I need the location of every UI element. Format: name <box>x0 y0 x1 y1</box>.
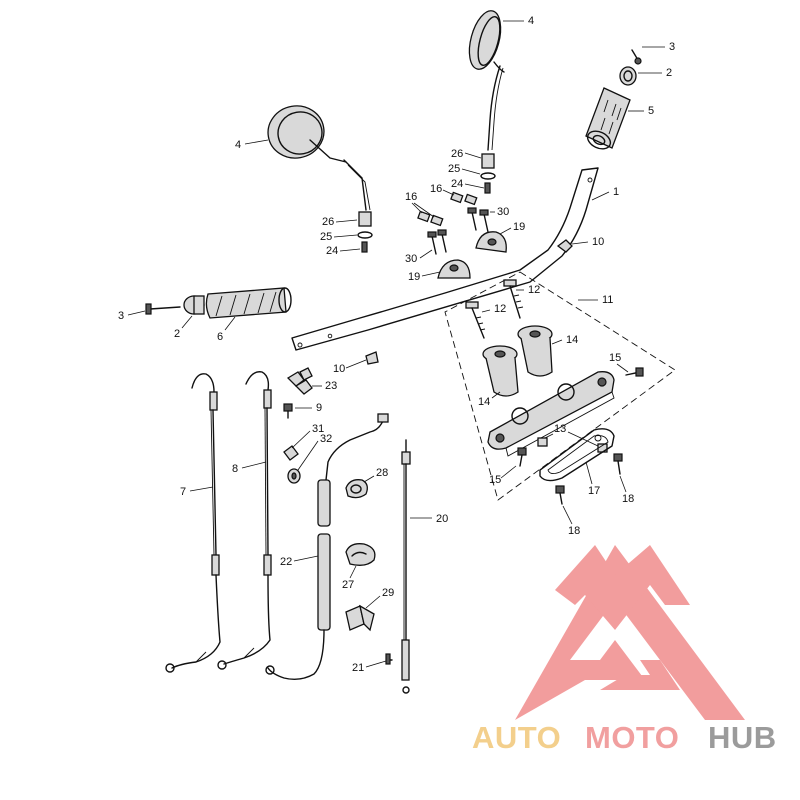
label-riser-left: 14 <box>478 396 490 408</box>
label-clip-left: 10 <box>333 363 345 375</box>
clip-27 <box>345 543 376 566</box>
label-nut-24-left: 24 <box>326 245 338 257</box>
label-clamp-23: 23 <box>325 380 337 392</box>
label-nut-13: 13 <box>554 423 566 435</box>
screw-9 <box>283 403 293 419</box>
label-bolt-30-right: 30 <box>497 206 509 218</box>
end-screw-right <box>631 49 642 65</box>
watermark-moto: MOTO <box>585 720 679 755</box>
bolt-18-b <box>555 485 565 505</box>
label-adapter-26-right: 26 <box>451 148 463 160</box>
label-part-32: 32 <box>320 433 332 445</box>
mirror-left <box>267 105 371 211</box>
handlebar <box>291 167 599 351</box>
logo-g-shape <box>600 660 680 690</box>
label-riser-right: 14 <box>566 334 578 346</box>
label-bolt-18-b: 18 <box>568 525 580 537</box>
logo-m-shape <box>555 545 690 630</box>
label-riser-bolt-b: 12 <box>528 284 540 296</box>
riser-right <box>517 325 553 377</box>
automotohub-logo: AUTO MOTO HUB <box>472 545 777 755</box>
label-clamp-28: 28 <box>376 467 388 479</box>
pin-16-left <box>417 210 444 227</box>
end-screw-left <box>145 303 181 315</box>
clamp-28 <box>345 479 368 499</box>
bolt-15-top <box>625 367 644 377</box>
label-bolt-18-a: 18 <box>622 493 634 505</box>
label-grip-left: 6 <box>217 331 223 343</box>
grip-right <box>585 87 631 150</box>
screw-21 <box>385 653 393 665</box>
plate-17 <box>539 428 615 482</box>
clip-right <box>556 239 573 253</box>
bolts-30-left <box>427 229 447 255</box>
label-washer-25-right: 25 <box>448 163 460 175</box>
label-pin-16-left: 16 <box>405 191 417 203</box>
label-harness-22: 22 <box>280 556 292 568</box>
clip-29 <box>345 604 375 632</box>
label-bolt-30-left: 30 <box>405 253 417 265</box>
label-end-screw-left: 3 <box>118 310 124 322</box>
adapter-stack-left <box>357 211 373 253</box>
watermark-auto: AUTO <box>472 720 561 755</box>
label-washer-25-left: 25 <box>320 231 332 243</box>
bolts-30-right <box>467 207 489 233</box>
end-weight-right <box>619 66 637 86</box>
label-mirror-right: 4 <box>528 15 534 27</box>
clamp-23 <box>286 367 313 395</box>
label-bolt-15-top: 15 <box>609 352 621 364</box>
label-adapter-26-left: 26 <box>322 216 334 228</box>
cap-19-left <box>437 259 471 279</box>
logo-outer-triangle <box>515 545 745 720</box>
label-cable-7: 7 <box>180 486 186 498</box>
label-riser-assembly: 11 <box>602 294 613 306</box>
adapter-stack-right <box>480 153 496 194</box>
riser-bolt-b <box>503 279 524 319</box>
pin-16-right <box>450 191 478 206</box>
cable-20 <box>401 439 411 694</box>
label-cable-20: 20 <box>436 513 448 525</box>
label-cap-19-right: 19 <box>513 221 525 233</box>
label-screw-21: 21 <box>352 662 364 674</box>
label-plate-17: 17 <box>588 485 600 497</box>
label-handlebar: 1 <box>613 186 619 198</box>
label-pin-16-right: 16 <box>430 183 442 195</box>
label-part-31: 31 <box>312 423 324 435</box>
label-clip-29: 29 <box>382 587 394 599</box>
riser-clamp-plate <box>487 371 615 457</box>
label-cable-8: 8 <box>232 463 238 475</box>
label-nut-24-right: 24 <box>451 178 463 190</box>
label-bolt-15-bottom: 15 <box>489 474 501 486</box>
part-31 <box>283 445 299 461</box>
label-end-weight-left: 2 <box>174 328 180 340</box>
label-screw-9: 9 <box>316 402 322 414</box>
watermark-hub: HUB <box>708 720 777 755</box>
grip-left <box>205 287 292 319</box>
label-end-screw-right: 3 <box>669 41 675 53</box>
end-weight-left <box>183 295 205 315</box>
harness-22 <box>265 413 389 681</box>
cap-19-right <box>475 231 507 253</box>
label-riser-bolt-a: 12 <box>494 303 506 315</box>
label-clip-27: 27 <box>342 579 354 591</box>
label-grip-right: 5 <box>648 105 654 117</box>
bolt-15-bottom <box>517 447 527 467</box>
clip-left <box>365 351 379 365</box>
riser-bolt-a <box>465 301 486 339</box>
label-mirror-left: 4 <box>235 139 241 151</box>
part-32 <box>287 468 301 484</box>
cable-7 <box>165 373 221 673</box>
riser-assembly-outline <box>444 271 676 501</box>
label-end-weight-right: 2 <box>666 67 672 79</box>
bolt-18-a <box>613 453 623 475</box>
cable-8 <box>217 371 272 670</box>
riser-left <box>482 345 519 397</box>
label-clip-right: 10 <box>592 236 604 248</box>
mirror-right <box>468 10 505 151</box>
label-cap-19-left: 19 <box>408 271 420 283</box>
